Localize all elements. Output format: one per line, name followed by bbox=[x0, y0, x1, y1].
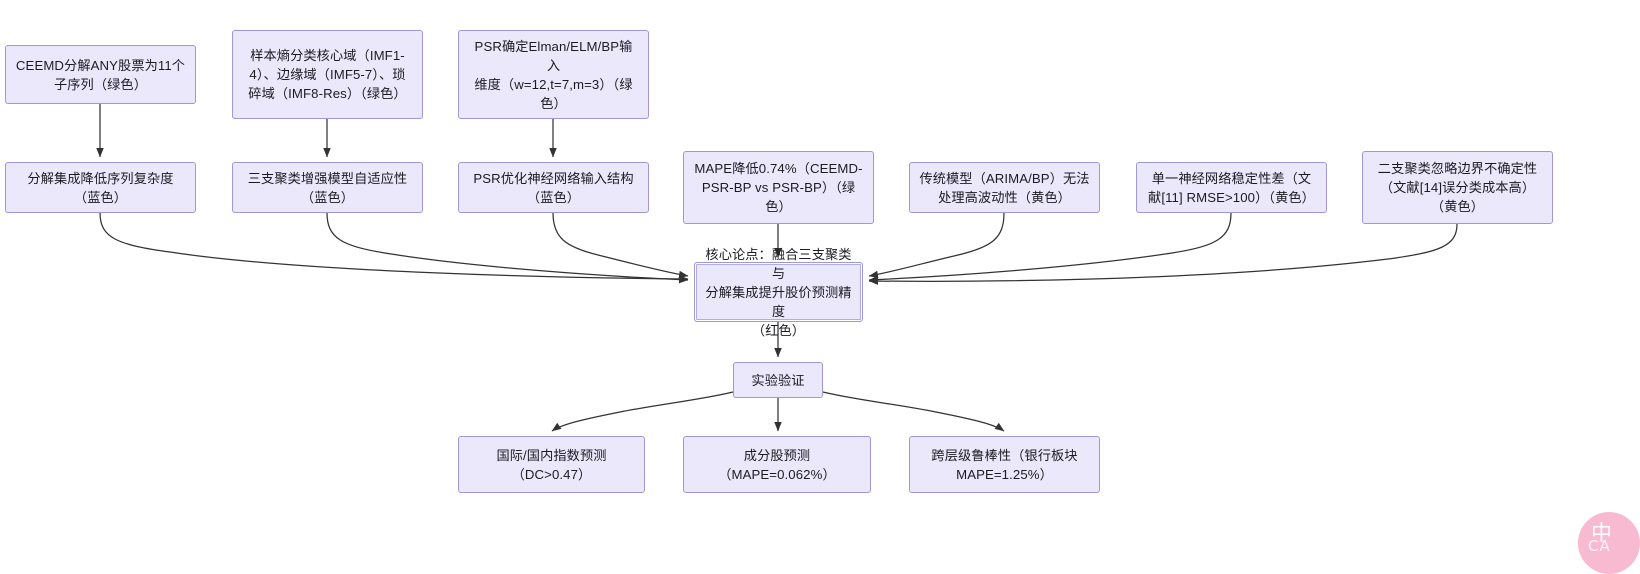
watermark-main-text: 中 bbox=[1591, 521, 1613, 545]
edge-n9-core bbox=[868, 212, 1232, 284]
edge-n10-core bbox=[868, 223, 1458, 285]
node-cross-level-robustness[interactable]: 跨层级鲁棒性（银行板块 MAPE=1.25%） bbox=[909, 436, 1100, 493]
node-label: 实验验证 bbox=[751, 372, 805, 388]
edge-n11-n14 bbox=[822, 391, 1005, 432]
node-two-way-clustering-limitation[interactable]: 二支聚类忽略边界不确定性 （文献[14]误分类成本高） （黄色） bbox=[1362, 151, 1553, 224]
node-psr-input-dimension[interactable]: PSR确定Elman/ELM/BP输入 维度（w=12,t=7,m=3）（绿 色… bbox=[458, 30, 649, 119]
node-label: 传统模型（ARIMA/BP）无法 处理高波动性（黄色） bbox=[919, 170, 1090, 205]
node-label: 样本熵分类核心域（IMF1- 4）、边缘域（IMF5-7）、琐 碎域（IMF8-… bbox=[248, 48, 407, 101]
node-experimental-verification[interactable]: 实验验证 bbox=[733, 362, 823, 398]
watermark-badge: 中 CA bbox=[1578, 512, 1640, 574]
node-label: 核心论点：融合三支聚类与 分解集成提升股价预测精度 （红色） bbox=[705, 246, 852, 338]
node-label: CEEMD分解ANY股票为11个 子序列（绿色） bbox=[15, 57, 186, 92]
node-psr-optimizes-network-input[interactable]: PSR优化神经网络输入结构 （蓝色） bbox=[458, 162, 649, 213]
node-three-way-clustering-adaptivity[interactable]: 三支聚类增强模型自适应性 （蓝色） bbox=[232, 162, 423, 213]
node-label: MAPE降低0.74%（CEEMD- PSR-BP vs PSR-BP）（绿 色… bbox=[694, 161, 863, 214]
node-label: PSR优化神经网络输入结构 （蓝色） bbox=[473, 170, 634, 205]
edge-n5-core bbox=[326, 212, 689, 284]
node-label: 三支聚类增强模型自适应性 （蓝色） bbox=[247, 170, 408, 205]
node-single-network-instability[interactable]: 单一神经网络稳定性差（文 献[11] RMSE>100）（黄色） bbox=[1136, 162, 1327, 213]
node-label: 分解集成降低序列复杂度 （蓝色） bbox=[27, 170, 174, 205]
node-label: 成分股预测 （MAPE=0.062%） bbox=[718, 447, 836, 482]
edge-n4-core bbox=[99, 212, 689, 283]
node-sample-entropy-classification[interactable]: 样本熵分类核心域（IMF1- 4）、边缘域（IMF5-7）、琐 碎域（IMF8-… bbox=[232, 30, 423, 119]
node-label: 二支聚类忽略边界不确定性 （文献[14]误分类成本高） （黄色） bbox=[1377, 161, 1538, 214]
edge-n6-core bbox=[552, 212, 689, 279]
edge-n11-n12 bbox=[551, 391, 734, 432]
watermark-sub-text: CA bbox=[1588, 537, 1611, 555]
node-constituent-stock-forecast[interactable]: 成分股预测 （MAPE=0.062%） bbox=[683, 436, 871, 493]
edge-n8-core bbox=[868, 212, 1005, 279]
node-label: 跨层级鲁棒性（银行板块 MAPE=1.25%） bbox=[931, 447, 1078, 482]
node-label: PSR确定Elman/ELM/BP输入 维度（w=12,t=7,m=3）（绿 色… bbox=[474, 38, 633, 111]
node-label: 单一神经网络稳定性差（文 献[11] RMSE>100）（黄色） bbox=[1148, 170, 1315, 205]
node-index-forecast[interactable]: 国际/国内指数预测 （DC>0.47） bbox=[458, 436, 645, 493]
node-core-thesis[interactable]: 核心论点：融合三支聚类与 分解集成提升股价预测精度 （红色） bbox=[694, 247, 863, 338]
node-ceemd-decomposition[interactable]: CEEMD分解ANY股票为11个 子序列（绿色） bbox=[5, 45, 196, 104]
node-label: 国际/国内指数预测 （DC>0.47） bbox=[496, 447, 607, 482]
node-mape-improvement[interactable]: MAPE降低0.74%（CEEMD- PSR-BP vs PSR-BP）（绿 色… bbox=[683, 151, 874, 224]
node-traditional-model-limitation[interactable]: 传统模型（ARIMA/BP）无法 处理高波动性（黄色） bbox=[909, 162, 1100, 213]
node-decomposition-reduces-complexity[interactable]: 分解集成降低序列复杂度 （蓝色） bbox=[5, 162, 196, 213]
